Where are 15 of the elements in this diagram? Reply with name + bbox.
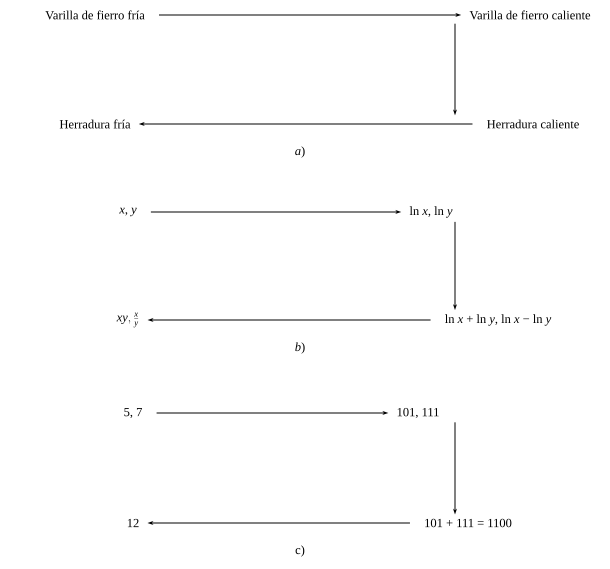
text-label: ln x + ln y, ln x − ln y bbox=[445, 314, 552, 326]
text-label: x, y bbox=[119, 208, 137, 216]
text-label: Varilla de fierro caliente bbox=[470, 10, 590, 20]
text-label: Herradura caliente bbox=[487, 120, 579, 128]
panel-label: c) bbox=[296, 545, 304, 557]
text-label: 12 bbox=[128, 518, 139, 528]
panel-label: b) bbox=[295, 342, 305, 354]
text-label: ln x, ln y bbox=[410, 206, 453, 218]
text-label: $xy, \frac{x}{y}$ bbox=[116, 312, 138, 328]
text-label: Varilla de fierro fría bbox=[45, 10, 145, 20]
text-label: 5, 7 bbox=[124, 408, 142, 418]
panel-label: a) bbox=[295, 146, 305, 158]
text-label: 101 + 111 = 1100 bbox=[425, 518, 512, 528]
text-label: Herradura fría bbox=[60, 120, 130, 128]
text-label: 101, 111 bbox=[398, 408, 439, 418]
